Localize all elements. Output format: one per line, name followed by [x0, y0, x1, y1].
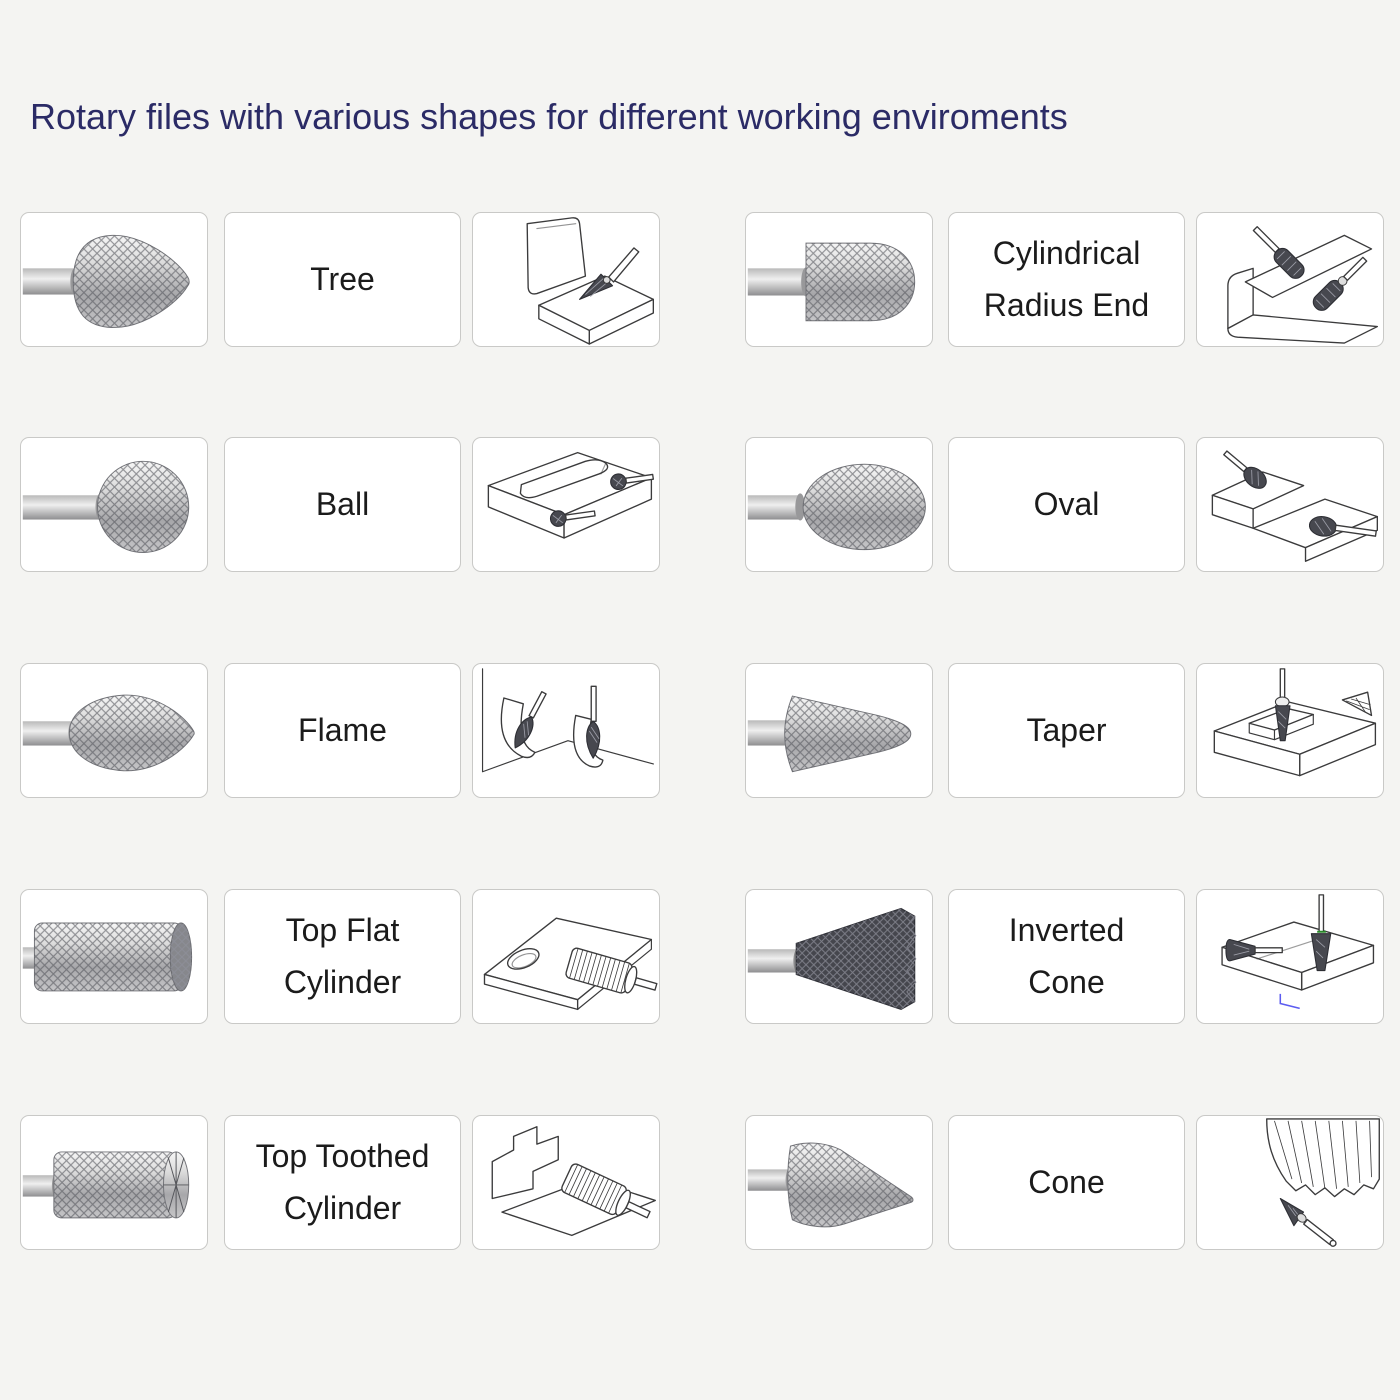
inverted-cone-photo-card: [745, 889, 933, 1024]
oval-label: Oval: [1033, 485, 1100, 522]
cone-usage-card: [1196, 1115, 1384, 1250]
taper-label-card: Taper: [948, 663, 1185, 798]
cone-bit-icon: [747, 1142, 914, 1228]
oval-usage-icon: [1211, 450, 1379, 562]
flame-photo-card: [20, 663, 208, 798]
ball-usage-card: [472, 437, 660, 572]
oval-usage-card: [1196, 437, 1384, 572]
top-toothed-cylinder-bit-icon: [22, 1151, 190, 1219]
inverted-cone-bit-icon: [747, 907, 917, 1011]
taper-label: Taper: [1026, 711, 1107, 748]
taper-photo-card: [745, 663, 933, 798]
top-toothed-cylinder-photo-card: [20, 1115, 208, 1250]
tree-label-card: Tree: [224, 212, 461, 347]
top-toothed-cylinder-usage-icon: [491, 1126, 656, 1237]
tree-bit-icon: [22, 234, 190, 329]
tree-photo-card: [20, 212, 208, 347]
ball-label: Ball: [315, 485, 370, 522]
cone-label-card: Cone: [948, 1115, 1185, 1250]
ball-photo-card: [20, 437, 208, 572]
cylindrical-radius-end-label-card: Cylindrical Radius End: [948, 212, 1185, 347]
ball-usage-icon: [487, 451, 655, 539]
tree-usage-card: [472, 212, 660, 347]
cylindrical-radius-end-photo-card: [745, 212, 933, 347]
top-flat-cylinder-bit-icon: [22, 922, 193, 992]
cylindrical-radius-end-label: Cylindrical Radius End: [983, 235, 1150, 323]
top-flat-cylinder-usage-card: [472, 889, 660, 1024]
flame-label: Flame: [298, 711, 387, 748]
top-flat-cylinder-label-card: Top Flat Cylinder: [224, 889, 461, 1024]
cylindrical-radius-end-usage-icon: [1227, 226, 1379, 344]
cone-photo-card: [745, 1115, 933, 1250]
cylindrical-radius-end-usage-card: [1196, 212, 1384, 347]
taper-usage-card: [1196, 663, 1384, 798]
page-title: Rotary files with various shapes for dif…: [30, 96, 1068, 138]
cone-label: Cone: [1028, 1163, 1105, 1200]
oval-bit-icon: [747, 463, 926, 551]
flame-bit-icon: [22, 694, 195, 772]
oval-label-card: Oval: [948, 437, 1185, 572]
cylindrical-radius-end-bit-icon: [747, 242, 916, 322]
top-flat-cylinder-usage-icon: [483, 917, 658, 1011]
inverted-cone-usage-icon: [1221, 894, 1375, 1010]
top-flat-cylinder-label: Top Flat Cylinder: [283, 912, 402, 1000]
inverted-cone-usage-card: [1196, 889, 1384, 1024]
flame-usage-card: [472, 663, 660, 798]
flame-usage-icon: [481, 668, 654, 773]
tree-usage-icon: [526, 217, 655, 345]
ball-bit-icon: [22, 460, 190, 554]
top-toothed-cylinder-label-card: Top Toothed Cylinder: [224, 1115, 461, 1250]
top-toothed-cylinder-label: Top Toothed Cylinder: [255, 1138, 430, 1226]
flame-label-card: Flame: [224, 663, 461, 798]
cone-usage-icon: [1266, 1118, 1380, 1247]
inverted-cone-label: Inverted Cone: [1008, 912, 1125, 1000]
oval-photo-card: [745, 437, 933, 572]
top-flat-cylinder-photo-card: [20, 889, 208, 1024]
taper-usage-icon: [1213, 668, 1377, 777]
inverted-cone-label-card: Inverted Cone: [948, 889, 1185, 1024]
taper-bit-icon: [747, 695, 912, 773]
top-toothed-cylinder-usage-card: [472, 1115, 660, 1250]
tree-label: Tree: [310, 260, 375, 297]
ball-label-card: Ball: [224, 437, 461, 572]
